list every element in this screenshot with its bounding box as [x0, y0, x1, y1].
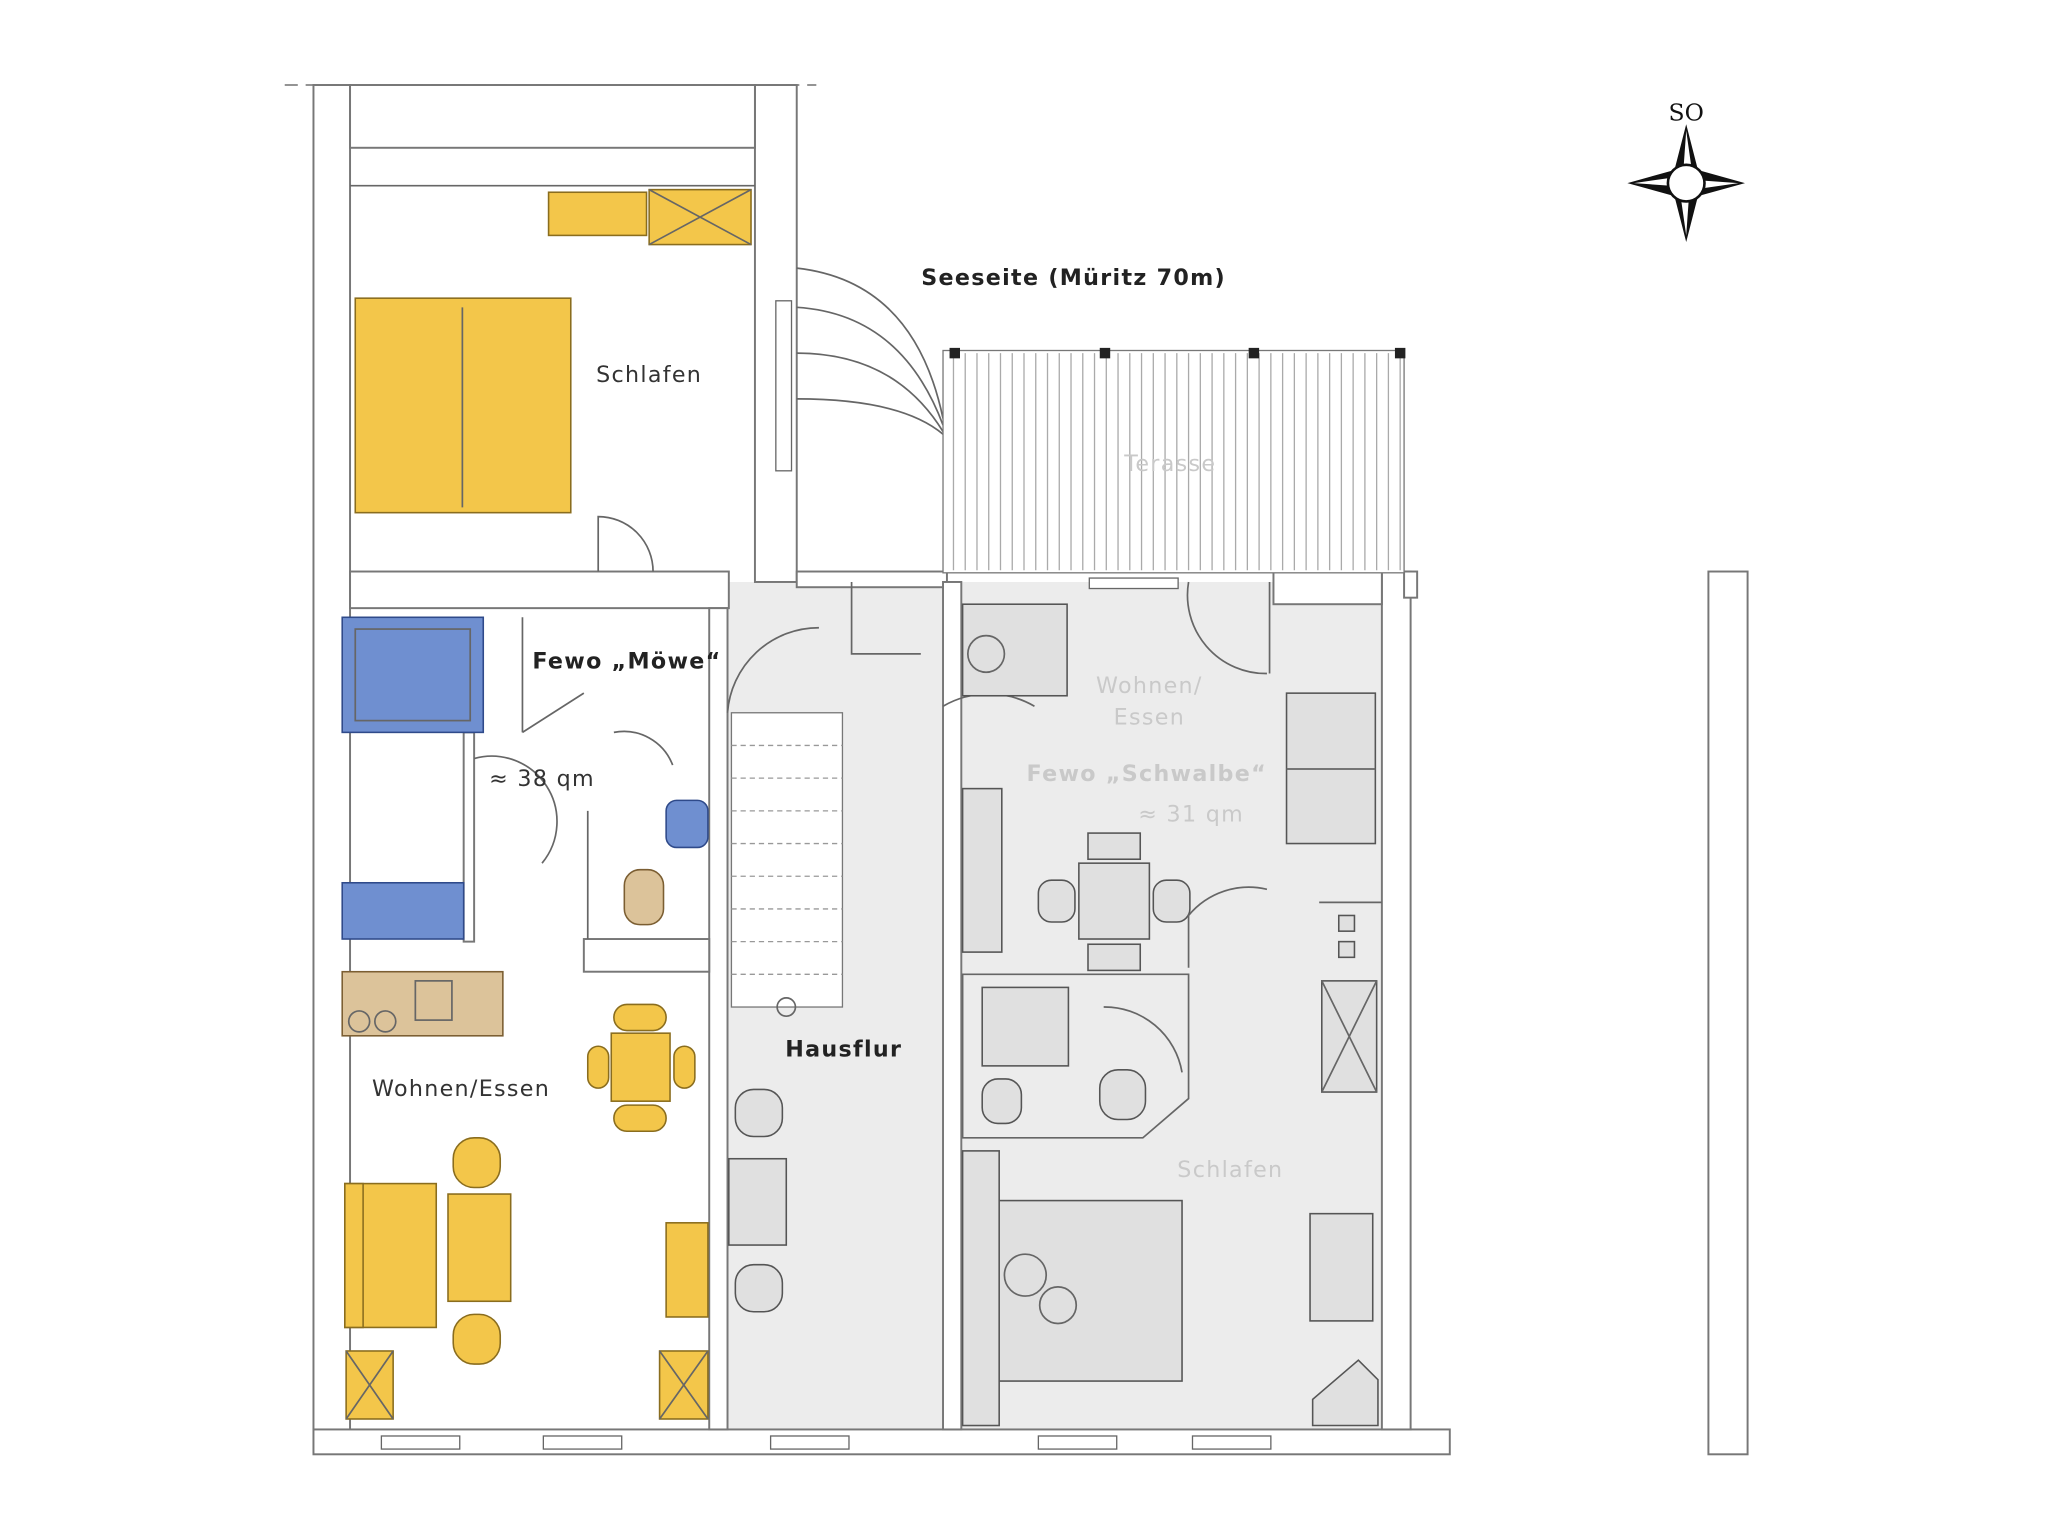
wardrobe [547, 191, 648, 237]
schwalbe-bathroom [961, 973, 1190, 1139]
moewe-wohnen-label: Wohnen/Essen [372, 1076, 550, 1102]
small-washbasin [665, 799, 709, 849]
shower-tray [341, 616, 485, 734]
washbasin [341, 881, 465, 940]
schwalbe-sofa [1285, 692, 1377, 845]
tv-cabinet [665, 1222, 709, 1318]
schwalbe-schlafen-label: Schlafen [1177, 1157, 1283, 1183]
compass-rose-icon [1627, 124, 1745, 242]
schwalbe-wardrobe [1321, 980, 1378, 1093]
windows [380, 300, 1272, 1450]
schwalbe-title: Fewo „Schwalbe“ [1027, 761, 1267, 787]
terasse-label: Terasse [1123, 451, 1216, 477]
staircase [730, 712, 844, 1018]
schwalbe-bed [961, 1150, 1183, 1427]
moewe-area: ≈ 38 qm [489, 766, 595, 792]
schwalbe-dining-table [1037, 832, 1191, 972]
coffee-table [447, 1137, 512, 1365]
cabinet [648, 188, 752, 246]
door-arc [597, 515, 654, 572]
schwalbe-area: ≈ 31 qm [1138, 801, 1244, 827]
schwalbe-wohnen-label-1: Wohnen/ [1096, 673, 1203, 699]
schwalbe-wohnen-label-2: Essen [1114, 705, 1185, 731]
terrace [942, 347, 1406, 574]
hall-chair [734, 1088, 784, 1138]
seeseite-label: Seeseite (Müritz 70m) [921, 265, 1226, 291]
moewe-title: Fewo „Möwe“ [532, 648, 721, 674]
toilet [623, 868, 665, 926]
hall-chair-2 [734, 1263, 784, 1313]
hall-bench [728, 1157, 788, 1246]
kitchenette [961, 603, 1068, 697]
sofa [344, 1182, 438, 1329]
schwalbe-cabinet [1309, 1212, 1374, 1322]
compass-label: SO [1669, 98, 1704, 126]
dining-table [586, 1003, 696, 1133]
hausflur-label: Hausflur [785, 1037, 902, 1063]
moewe-schlafen-label: Schlafen [596, 362, 702, 388]
outdoor-steps [796, 267, 944, 435]
corner-table [1311, 1359, 1379, 1427]
